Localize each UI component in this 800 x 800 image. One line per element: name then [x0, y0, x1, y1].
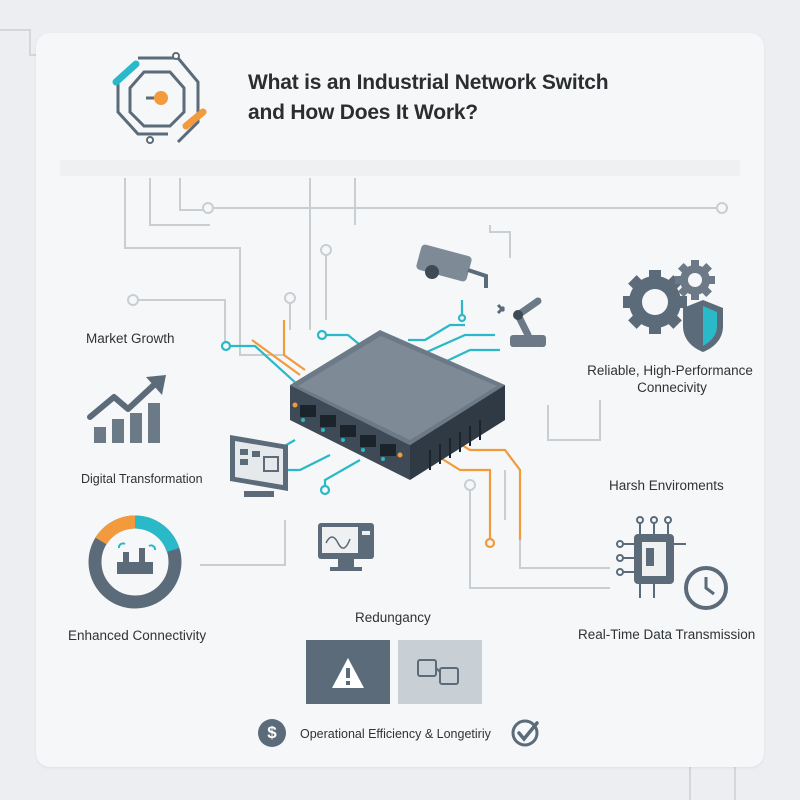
redundant-boxes-icon: [398, 640, 482, 704]
gears-icon: [623, 260, 715, 334]
label-market-growth: Market Growth: [86, 331, 175, 346]
chip-icon: [616, 516, 686, 598]
label-redundancy: Redungancy: [355, 610, 431, 625]
computer-icon: [318, 523, 374, 571]
label-reliable-line2: Connecivity: [637, 380, 707, 395]
trend-chart-icon: [87, 375, 166, 443]
circuit-traces: [124, 178, 728, 589]
label-harsh-environments: Harsh Enviroments: [609, 478, 724, 493]
check-icon: [511, 719, 539, 747]
robot-arm-icon: [496, 297, 546, 347]
dollar-icon: [258, 719, 286, 747]
monitor-icon: [230, 435, 288, 497]
camera-icon: [416, 244, 488, 288]
label-real-time: Real-Time Data Transmission: [578, 627, 756, 642]
logo-icon: [112, 52, 207, 144]
page-title: What is an Industrial Network Switch and…: [248, 68, 708, 128]
clock-icon: [684, 566, 728, 610]
title-line-2: and How Does It Work?: [248, 101, 478, 124]
title-line-1: What is an Industrial Network Switch: [248, 71, 609, 94]
title-separator: [60, 160, 740, 176]
shield-icon: [683, 300, 723, 352]
dollar-sign-glyph: $: [267, 723, 277, 742]
donut-factory-icon: [88, 515, 182, 609]
label-operational-efficiency: Operational Efficiency & Longetiriy: [300, 727, 491, 741]
label-reliable-line1: Reliable, High-Performance: [587, 363, 753, 378]
warning-icon: [306, 640, 390, 704]
label-digital-transformation: Digital Transformation: [81, 472, 203, 486]
network-switch: [290, 330, 505, 480]
label-enhanced-connectivity: Enhanced Connectivity: [68, 628, 207, 643]
